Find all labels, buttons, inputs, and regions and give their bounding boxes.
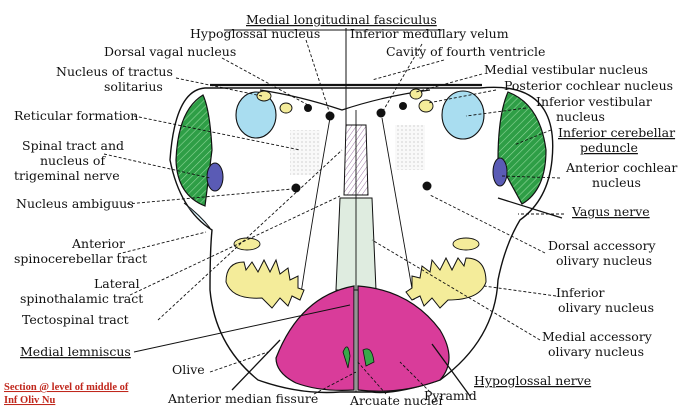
right-vagal-dot bbox=[399, 102, 407, 110]
label-inferior-medullary-velum: Inferior medullary velum bbox=[350, 26, 509, 41]
label-dorsal-accessory: Dorsal accessory bbox=[548, 238, 657, 253]
label-medial-vestibular-nucleus: Medial vestibular nucleus bbox=[484, 62, 648, 77]
left-reticular-formation bbox=[290, 130, 320, 175]
label-inferior-cerebellar: Inferior cerebellar bbox=[558, 125, 675, 140]
caption-line-1: Section @ level of middle of bbox=[4, 382, 129, 393]
right-reticular-formation bbox=[395, 125, 425, 170]
label-vagus-nerve: Vagus nerve bbox=[571, 204, 650, 219]
right-inferior-vestibular-nucleus bbox=[442, 91, 484, 139]
label-nucleus-ambiguus: Nucleus ambiguus bbox=[16, 196, 134, 211]
label-anterior-cochlear: Anterior cochlear bbox=[565, 160, 677, 175]
label-inferior-vestibular-nucleus: nucleus bbox=[556, 109, 605, 124]
label-inferior-olivary-nucleus: olivary nucleus bbox=[558, 300, 654, 315]
label-tectospinal-tract: Tectospinal tract bbox=[22, 312, 129, 327]
right-dorsal-accessory-olive bbox=[453, 238, 479, 250]
label-olive: Olive bbox=[172, 362, 205, 377]
label-anterior: Anterior bbox=[71, 236, 125, 251]
label-cavity-of-fourth-ventricle: Cavity of fourth ventricle bbox=[386, 44, 545, 59]
left-dorsal-accessory-olive bbox=[234, 238, 260, 250]
left-dorsal-vagal-nucleus bbox=[280, 103, 292, 113]
label-hypoglossal-nerve: Hypoglossal nerve bbox=[474, 373, 591, 388]
label-spinothalamic-tract: spinothalamic tract bbox=[20, 291, 143, 306]
label-medial-accessory: Medial accessory bbox=[542, 329, 653, 344]
label-reticular-formation: Reticular formation bbox=[14, 108, 138, 123]
right-nucleus-ambiguus-dot bbox=[423, 182, 432, 191]
left-nucleus-ambiguus-dot bbox=[292, 184, 301, 193]
label-spinocerebellar-tract: spinocerebellar tract bbox=[14, 251, 147, 266]
label-lateral: Lateral bbox=[94, 276, 140, 291]
label-nucleus-of-tractus: Nucleus of tractus bbox=[56, 64, 173, 79]
right-posterior-cochlear-yellow bbox=[419, 100, 433, 112]
left-nucleus-tractus-solitarius bbox=[257, 91, 271, 101]
label-nucleus-of: nucleus of bbox=[40, 153, 106, 168]
left-spinal-trigeminal-nucleus bbox=[207, 163, 223, 191]
label-dorsal-accessory-olivary-nucleus: olivary nucleus bbox=[556, 253, 652, 268]
label-hypoglossal-nucleus: Hypoglossal nucleus bbox=[190, 26, 320, 41]
label-dorsal-vagal-nucleus: Dorsal vagal nucleus bbox=[104, 44, 236, 59]
label-anterior-median-fissure: Anterior median fissure bbox=[167, 391, 318, 406]
label-medial-lemniscus: Medial lemniscus bbox=[20, 344, 131, 359]
caption-line-2: Inf Oliv Nu bbox=[4, 395, 56, 406]
label-anterior-cochlear-nucleus: nucleus bbox=[592, 175, 641, 190]
label-medial-accessory-olivary-nucleus: olivary nucleus bbox=[548, 344, 644, 359]
label-arcuate-nuclei: Arcuate nuclei bbox=[349, 393, 442, 408]
label-inferior: Inferior bbox=[556, 285, 605, 300]
label-trigeminal-nerve: trigeminal nerve bbox=[14, 168, 120, 183]
label-solitarius: solitarius bbox=[104, 79, 163, 94]
label-peduncle: peduncle bbox=[580, 140, 638, 155]
label-posterior-cochlear-nucleus: Posterior cochlear nucleus bbox=[504, 78, 673, 93]
label-inferior-vestibular: Inferior vestibular bbox=[536, 94, 652, 109]
right-anterior-cochlear-nucleus bbox=[493, 158, 507, 186]
right-medial-vestibular-yellow bbox=[410, 89, 422, 99]
left-vagal-dot bbox=[304, 104, 312, 112]
label-medial-longitudinal-fasciculus: Medial longitudinal fasciculus bbox=[246, 12, 437, 27]
label-spinal-tract: Spinal tract and bbox=[22, 138, 124, 153]
